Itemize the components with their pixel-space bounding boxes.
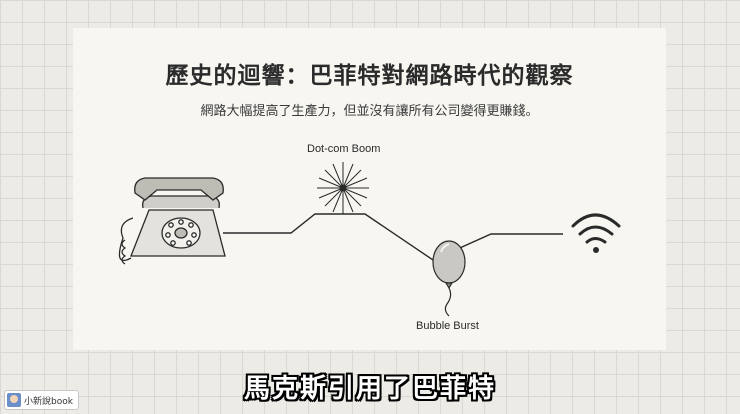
- channel-name: 小新說book: [24, 396, 73, 407]
- timeline-illustration: [118, 162, 621, 317]
- wifi-icon: [571, 213, 621, 253]
- slide-subtitle: 網路大幅提高了生產力，但並沒有讓所有公司變得更賺錢。: [200, 104, 539, 119]
- channel-badge[interactable]: 小新說book: [4, 390, 79, 410]
- slide-card: 歷史的迴響：巴菲特對網路時代的觀察 網路大幅提高了生產力，但並沒有讓所有公司變得…: [73, 28, 666, 350]
- slide-title: 歷史的迴響：巴菲特對網路時代的觀察: [165, 63, 574, 89]
- subtitle-caption: 馬克斯引用了巴菲特: [243, 374, 496, 404]
- channel-avatar-icon: [7, 393, 21, 407]
- bubble-burst-label: Bubble Burst: [416, 320, 479, 332]
- balloon-icon: [432, 240, 466, 317]
- fireworks-icon: [317, 162, 369, 214]
- dot-com-boom-label: Dot-com Boom: [307, 143, 381, 155]
- timeline-line: [223, 213, 563, 261]
- telephone-icon: [118, 177, 226, 265]
